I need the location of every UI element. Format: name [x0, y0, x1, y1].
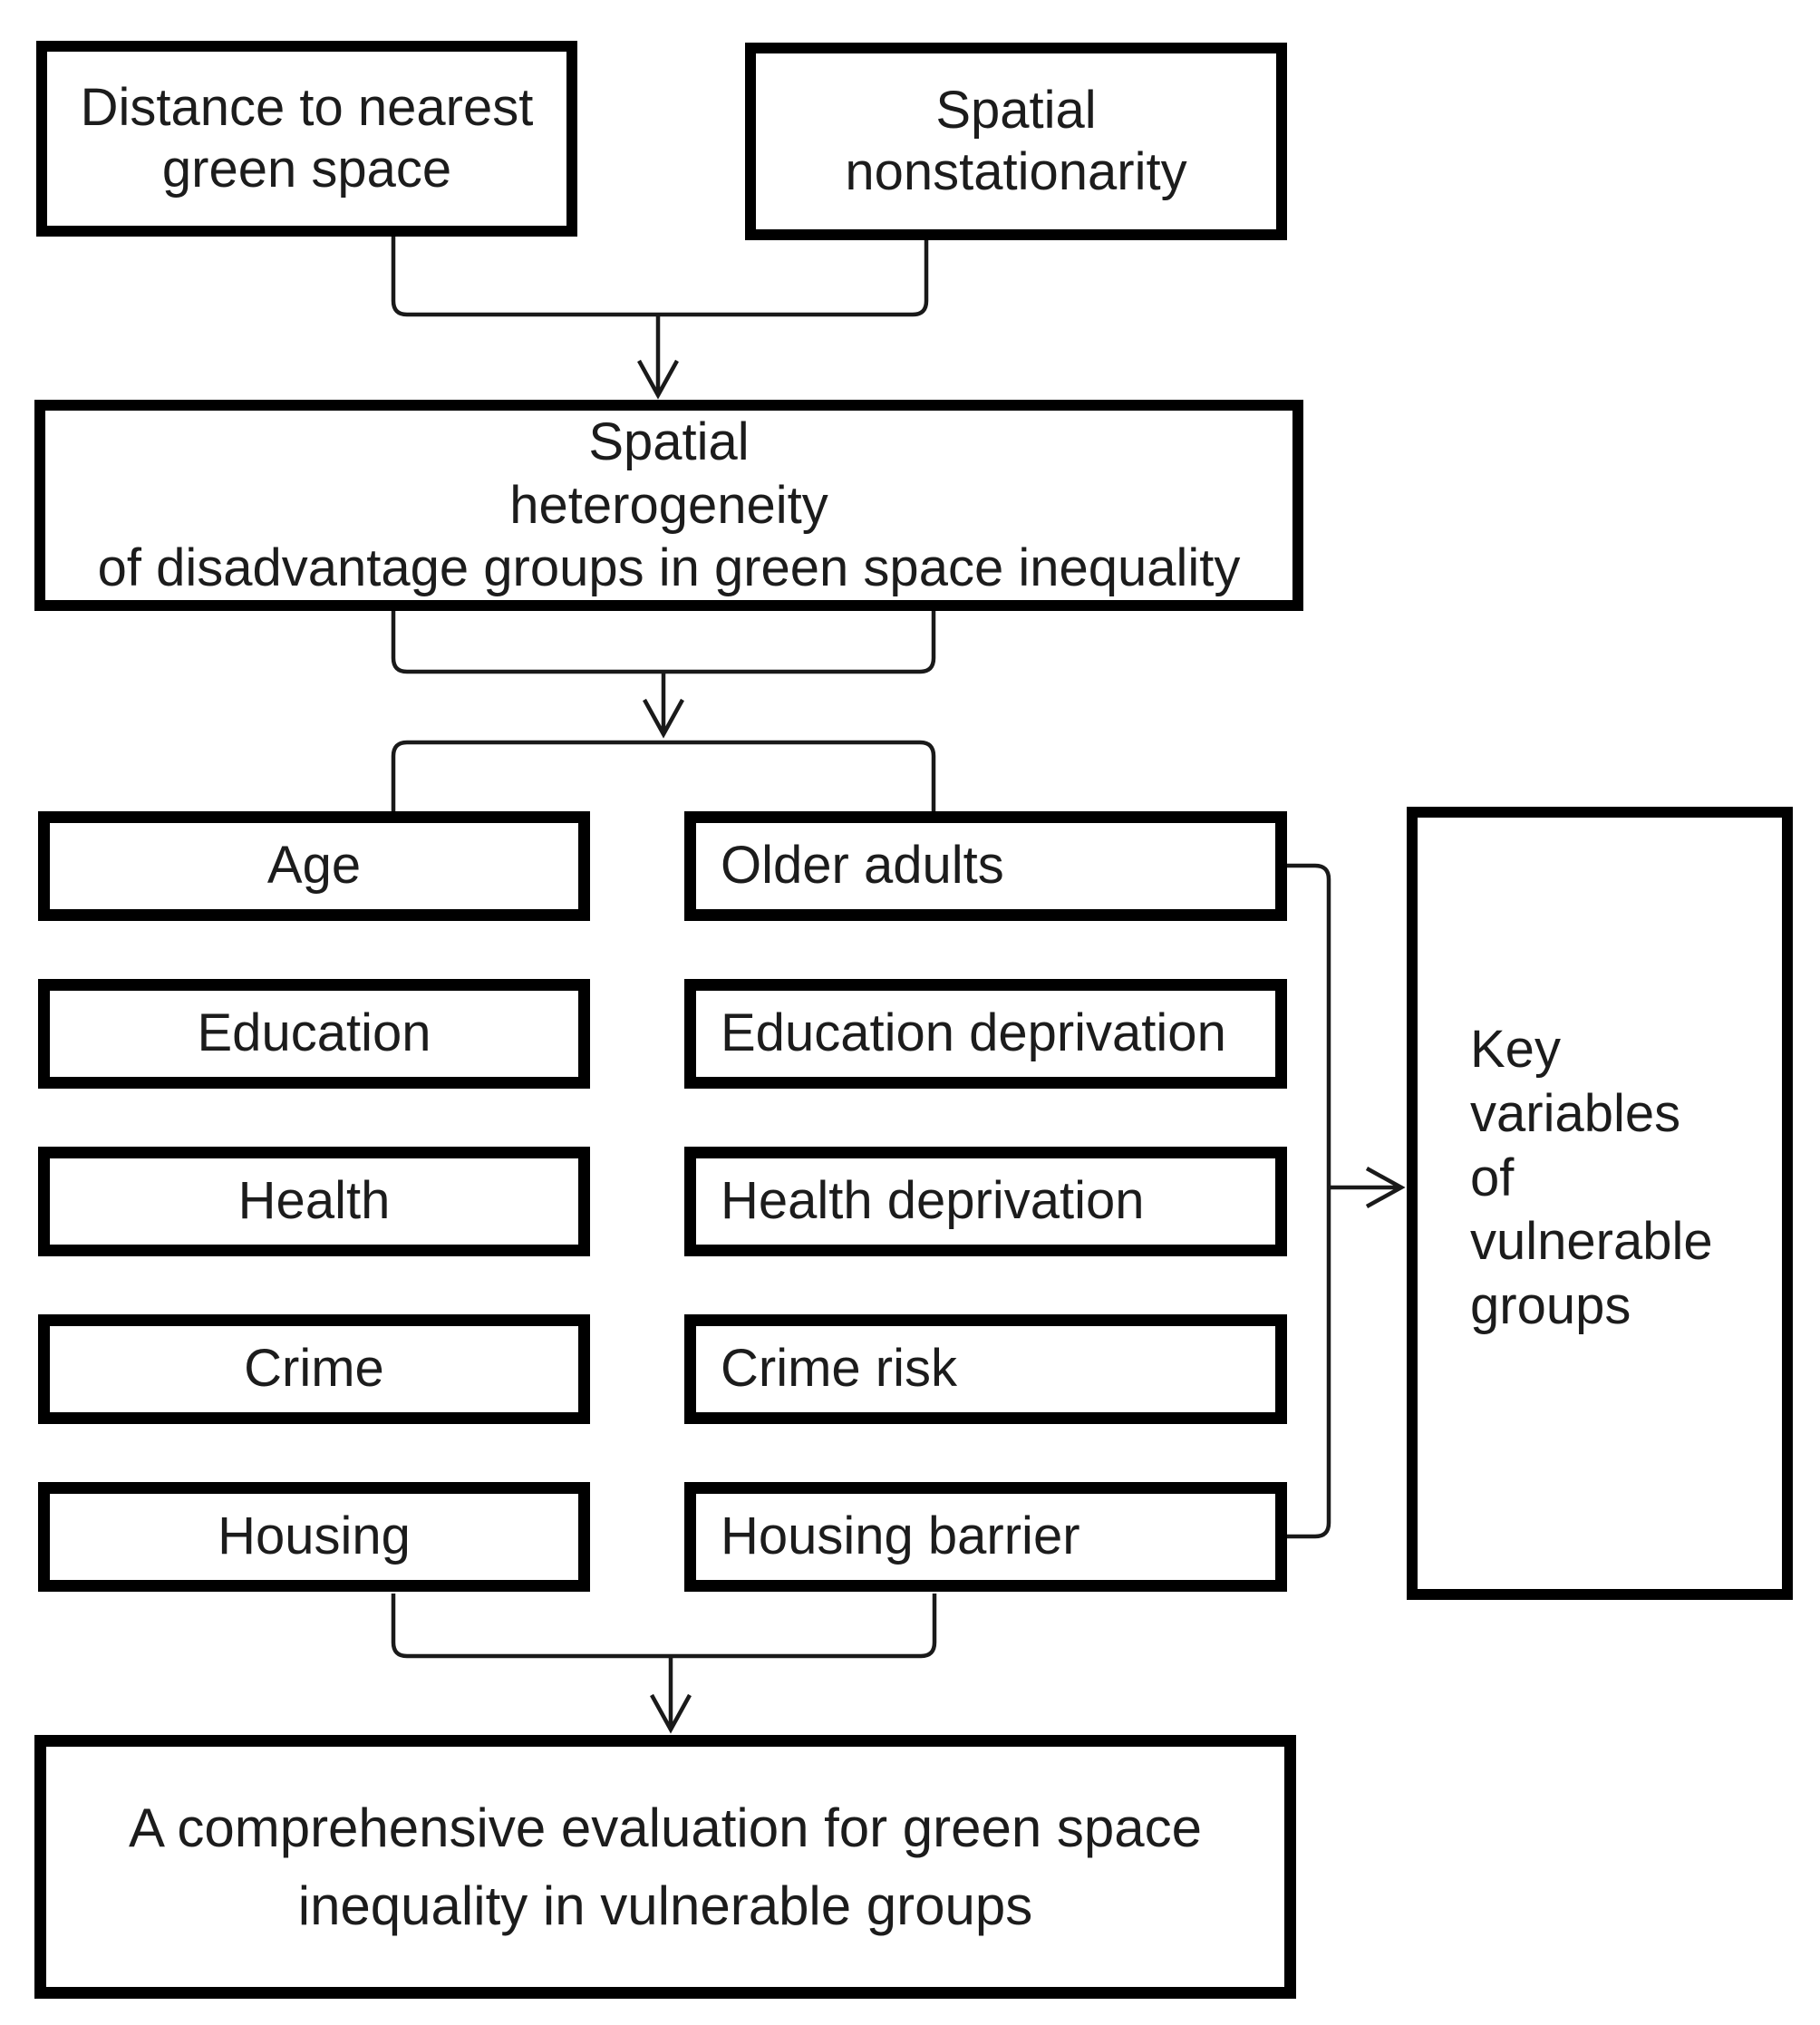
box-nonstationarity-label: Spatial nonstationarity	[845, 80, 1187, 201]
box-spatial-heterogeneity: Spatial heterogeneity of disadvantage gr…	[34, 400, 1303, 611]
dimension-education-label: Education	[197, 1003, 431, 1063]
box-dimension-housing: Housing	[38, 1482, 590, 1592]
dimension-health-label: Health	[237, 1171, 391, 1231]
box-heterogeneity-label: Spatial heterogeneity of disadvantage gr…	[97, 412, 1241, 598]
box-spatial-nonstationarity: Spatial nonstationarity	[745, 43, 1287, 240]
arrow-to-evaluation	[650, 1656, 692, 1734]
connector-split-to-columns	[391, 740, 936, 811]
box-indicator-education-deprivation: Education deprivation	[684, 979, 1287, 1089]
box-distance-label: Distance to nearest green space	[80, 77, 534, 199]
connector-bottom-merge	[391, 1594, 937, 1659]
box-dimension-education: Education	[38, 979, 590, 1089]
indicator-older-adults-label: Older adults	[721, 836, 1004, 896]
arrow-to-key-variables	[1329, 1167, 1406, 1208]
box-dimension-age: Age	[38, 811, 590, 921]
indicator-education-deprivation-label: Education deprivation	[721, 1003, 1226, 1063]
box-indicator-health-deprivation: Health deprivation	[684, 1147, 1287, 1256]
indicator-housing-barrier-label: Housing barrier	[721, 1507, 1080, 1566]
indicator-crime-risk-label: Crime risk	[721, 1339, 957, 1399]
box-indicator-housing-barrier: Housing barrier	[684, 1482, 1287, 1592]
key-variables-label: Key variables of vulnerable groups	[1470, 1020, 1713, 1336]
dimension-housing-label: Housing	[218, 1507, 411, 1566]
box-indicator-older-adults: Older adults	[684, 811, 1287, 921]
dimension-age-label: Age	[266, 836, 362, 896]
box-distance-to-nearest-green-space: Distance to nearest green space	[36, 41, 577, 237]
box-key-variables: Key variables of vulnerable groups	[1407, 807, 1793, 1600]
box-dimension-health: Health	[38, 1147, 590, 1256]
arrow-to-heterogeneity	[637, 315, 679, 400]
box-dimension-crime: Crime	[38, 1314, 590, 1424]
indicator-health-deprivation-label: Health deprivation	[721, 1171, 1145, 1231]
connector-indicators-bracket	[1285, 863, 1331, 1539]
connector-heterogeneity-merge	[391, 611, 936, 674]
arrow-to-split	[643, 672, 684, 739]
box-comprehensive-evaluation: A comprehensive evaluation for green spa…	[34, 1735, 1296, 1999]
box-indicator-crime-risk: Crime risk	[684, 1314, 1287, 1424]
comprehensive-evaluation-label: A comprehensive evaluation for green spa…	[128, 1797, 1203, 1936]
connector-inputs-merge	[391, 236, 929, 317]
dimension-crime-label: Crime	[244, 1339, 384, 1399]
